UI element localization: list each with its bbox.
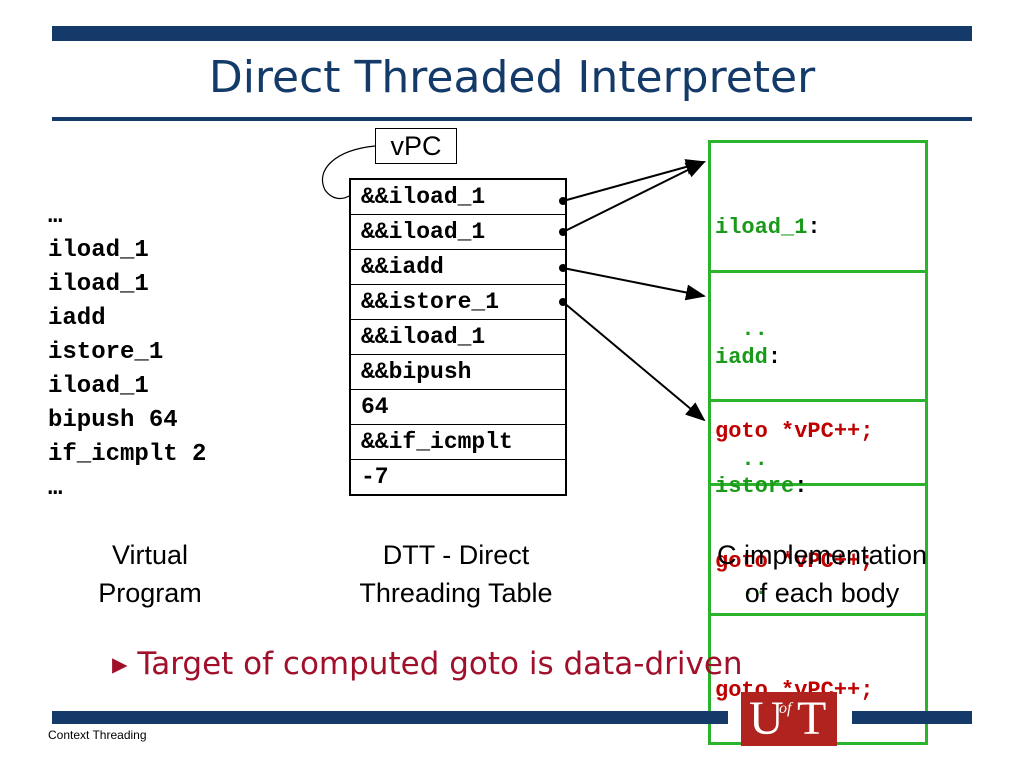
dtt-cell: &&iload_1 — [351, 320, 565, 355]
body-label: iload_1 — [715, 215, 808, 240]
vprog-line: if_icmplt 2 — [48, 441, 207, 468]
bodies-caption: C implementation of each body — [672, 536, 972, 612]
body-label: istore — [715, 474, 795, 499]
page-title: Direct Threaded Interpreter — [208, 52, 816, 103]
body-dots: .. — [715, 576, 768, 601]
vprog-line: istore_1 — [48, 339, 164, 366]
footer-bar-right — [852, 711, 972, 724]
dtt-cell: &&bipush — [351, 355, 565, 390]
vprog-line: iadd — [48, 305, 106, 332]
body-label: iadd — [715, 345, 768, 370]
title-underline — [52, 117, 972, 121]
body-goto: goto *vPC++; — [715, 419, 874, 444]
dtt-cell: -7 — [361, 464, 389, 490]
vpc-box: vPC — [375, 128, 457, 164]
dtt-cell: &&iadd — [351, 250, 565, 285]
vprog-line: … — [48, 475, 63, 502]
body-colon: : — [807, 215, 821, 240]
footer-bar-left — [52, 711, 728, 724]
vpc-pointer-curve — [321, 145, 376, 200]
dtt-cell: 64 — [351, 390, 565, 425]
virtual-program-caption: Virtual Program — [50, 536, 250, 612]
caption-line: Threading Table — [359, 578, 553, 608]
body-dots: .. — [715, 447, 768, 472]
virtual-program-listing: … iload_1 iload_1 iadd istore_1 iload_1 … — [48, 200, 206, 506]
dtt-cell: &&istore_1 — [351, 285, 565, 320]
arrow-iadd — [562, 267, 706, 301]
caption-line: of each body — [744, 578, 900, 608]
caption-line: C implementation — [716, 540, 928, 570]
body-colon: : — [794, 474, 808, 499]
dtt-cell: &&if_icmplt — [351, 425, 565, 460]
body-dots: .. — [715, 317, 768, 342]
body-goto: goto *vPC++; — [715, 549, 874, 574]
arrow-istore — [562, 301, 706, 422]
caption-line: Program — [98, 578, 202, 608]
vprog-line: iload_1 — [48, 237, 149, 264]
key-point-text: Target of computed goto is data-driven — [137, 646, 743, 682]
dtt-cell: &&iload_1 — [351, 215, 565, 250]
body-iload1: iload_1: .. goto *vPC++; — [708, 140, 928, 486]
caption-line: DTT - Direct — [382, 540, 530, 570]
bullet-arrow-icon: ▸ — [112, 646, 128, 682]
vprog-line: iload_1 — [48, 373, 149, 400]
uoft-logo: U of T — [741, 692, 837, 746]
dtt-caption: DTT - Direct Threading Table — [320, 536, 592, 612]
caption-line: Virtual — [111, 540, 189, 570]
footer-text: Context Threading — [48, 728, 147, 742]
top-bar — [52, 26, 972, 41]
dtt-cell: &&iload_1 — [351, 180, 565, 215]
arrow-iload1-a — [562, 159, 706, 202]
dtt-table: &&iload_1 &&iload_1 &&iadd &&istore_1 &&… — [349, 178, 567, 496]
key-point: ▸ Target of computed goto is data-driven — [112, 646, 743, 682]
vprog-line: iload_1 — [48, 271, 149, 298]
body-colon: : — [767, 345, 782, 370]
vprog-line: bipush 64 — [48, 407, 178, 434]
vprog-line: … — [48, 203, 63, 230]
arrow-iload1-b — [562, 161, 706, 233]
